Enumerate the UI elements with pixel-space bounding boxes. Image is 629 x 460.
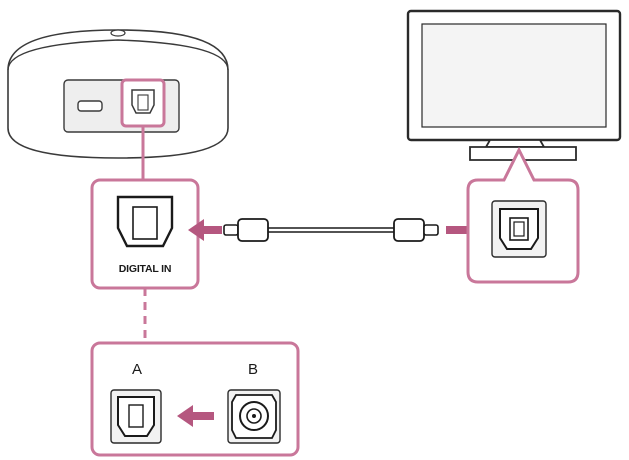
television-icon [406, 9, 622, 161]
digital-in-callout: DIGITAL IN [90, 178, 200, 290]
arrow-b-to-a [177, 405, 214, 427]
optical-port-icon [110, 389, 162, 444]
optical-digital-in-port-icon [116, 195, 174, 248]
label-b: B [248, 361, 258, 378]
tv-optical-port-icon [491, 200, 547, 258]
digital-in-label: DIGITAL IN [119, 263, 171, 275]
arrow-to-digital-in [188, 219, 222, 241]
optical-cable-icon [223, 218, 439, 242]
label-a: A [132, 361, 142, 378]
alternative-ports-box: A B [90, 341, 300, 457]
coaxial-port-icon [227, 389, 281, 444]
tv-port-callout [466, 146, 580, 284]
speaker-device-icon [7, 29, 229, 159]
